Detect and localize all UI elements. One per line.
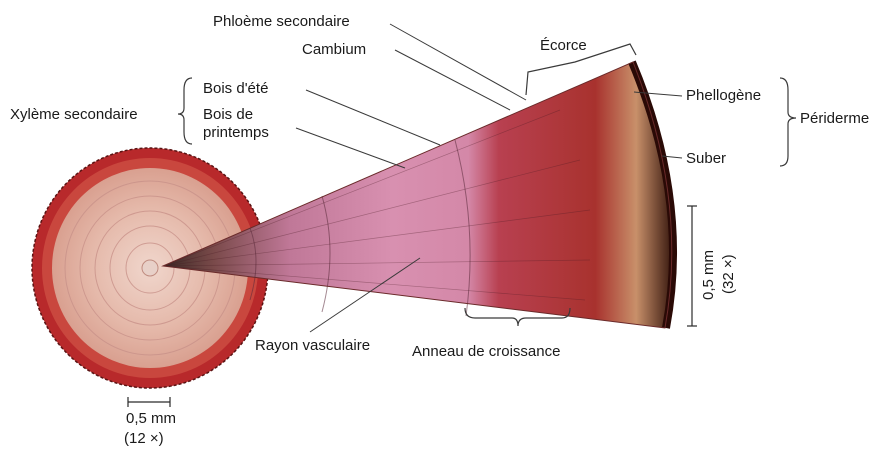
scale-small-value: 0,5 mm [126, 410, 176, 427]
label-suber: Suber [686, 150, 726, 167]
label-ecorce: Écorce [540, 37, 587, 54]
scale-bar-large [687, 206, 697, 326]
label-cambium: Cambium [302, 41, 366, 58]
scale-large-mag: (32 ×) [720, 254, 737, 294]
scale-small-mag: (12 ×) [124, 430, 164, 447]
label-rayon-vasculaire: Rayon vasculaire [255, 337, 370, 354]
scale-large-value: 0,5 mm [700, 250, 717, 300]
periderme-bracket [780, 78, 796, 166]
label-bois-printemps-2: printemps [203, 124, 269, 141]
label-anneau-croissance: Anneau de croissance [412, 343, 560, 360]
label-phellogene: Phellogène [686, 87, 761, 104]
label-bois-printemps-1: Bois de [203, 106, 253, 123]
xyleme-bracket [178, 78, 192, 144]
label-bois-ete: Bois d'été [203, 80, 268, 97]
scale-bar-small [128, 397, 170, 407]
pith [142, 260, 158, 276]
label-phloeme-secondaire: Phloème secondaire [213, 13, 350, 30]
label-xyleme-secondaire: Xylème secondaire [10, 106, 138, 123]
label-periderme: Périderme [800, 110, 869, 127]
